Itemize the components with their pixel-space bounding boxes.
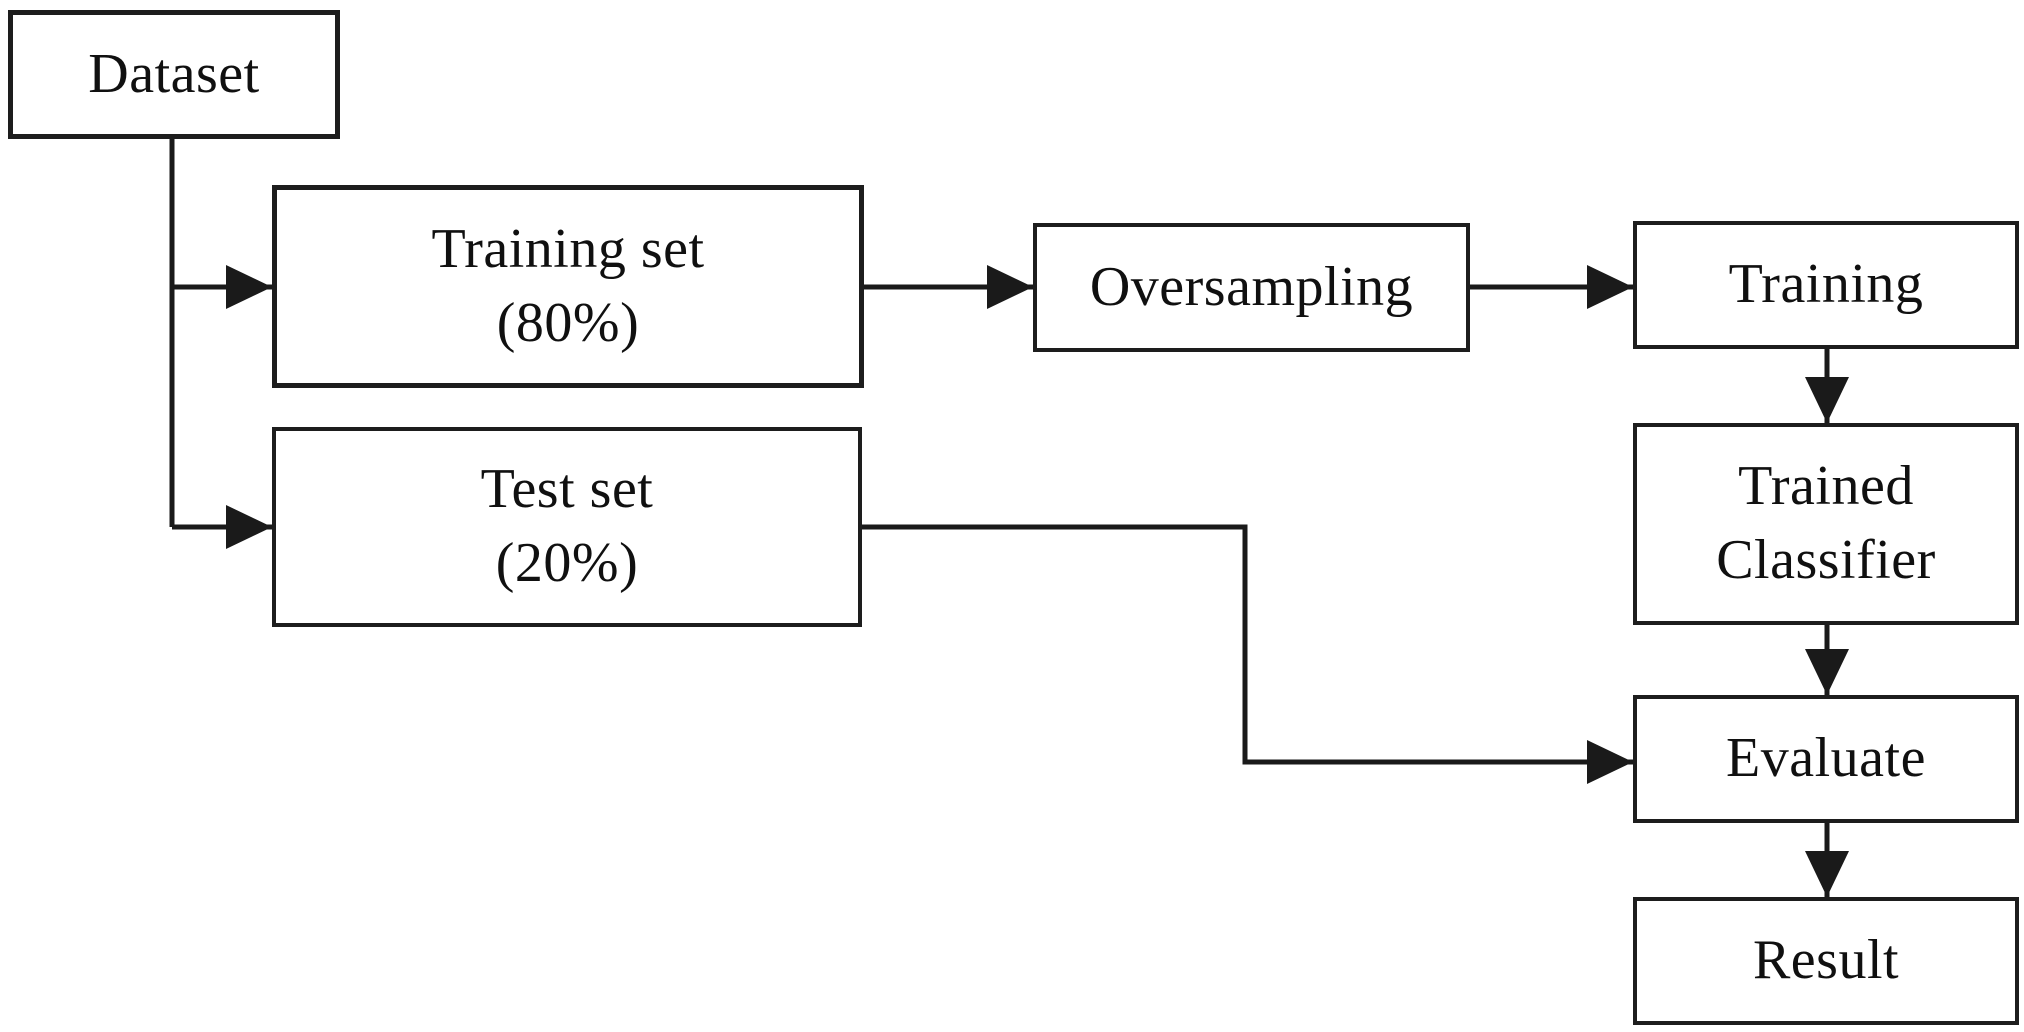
node-oversampling: Oversampling	[1033, 223, 1470, 352]
node-test-set-label: Test set	[480, 458, 654, 521]
node-oversampling-label: Oversampling	[1089, 255, 1414, 318]
node-test-set-sublabel: (20%)	[495, 532, 639, 594]
connector-test-set-to-evaluate	[862, 524, 1633, 784]
node-trained-classifier-label: Trained	[1738, 455, 1914, 518]
node-training-set: Training set (80%)	[272, 185, 864, 388]
node-training-label: Training	[1728, 253, 1924, 316]
node-test-set: Test set (20%)	[272, 427, 862, 627]
node-trained-classifier: Trained Classifier	[1633, 423, 2019, 625]
node-dataset-label: Dataset	[88, 42, 260, 105]
node-trained-classifier-sublabel: Classifier	[1716, 529, 1936, 591]
node-training-set-sublabel: (80%)	[496, 291, 640, 354]
node-result-label: Result	[1752, 929, 1900, 992]
node-result: Result	[1633, 897, 2019, 1025]
node-evaluate-label: Evaluate	[1726, 727, 1926, 790]
node-training: Training	[1633, 221, 2019, 349]
node-training-set-label: Training set	[431, 217, 705, 280]
node-evaluate: Evaluate	[1633, 695, 2019, 823]
node-dataset: Dataset	[8, 10, 340, 139]
